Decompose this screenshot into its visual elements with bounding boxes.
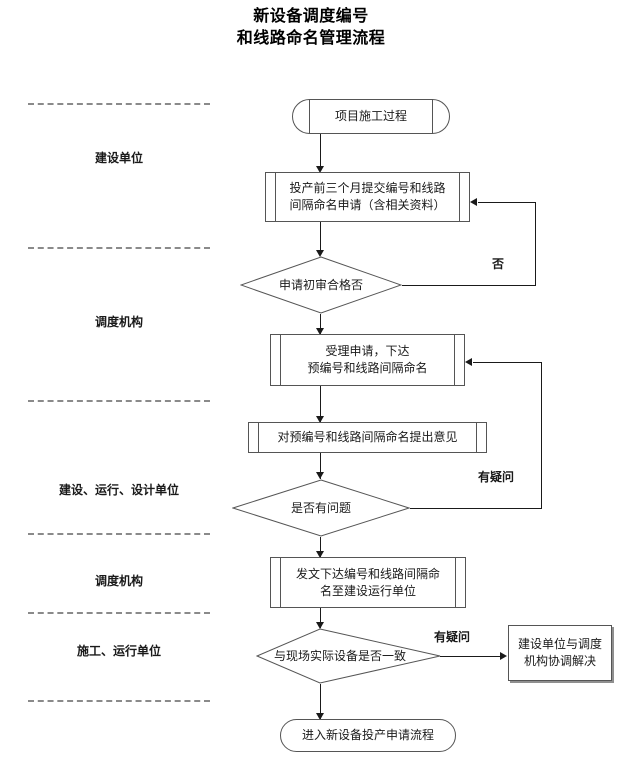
node-decision-has-problem[interactable]: 是否有问题	[232, 479, 410, 537]
arrowhead-opinion-to-problem	[316, 472, 324, 479]
lane-separator-6	[28, 700, 210, 702]
lane-separator-3	[28, 400, 210, 402]
node-start-label: 项目施工过程	[334, 109, 407, 123]
node-submit-opinion-label: 对预编号和线路间隔命名提出意见	[277, 430, 458, 444]
diamond-shape-problem	[232, 479, 410, 537]
process-bar-right	[476, 422, 477, 453]
node-decision-matches-field-equipment-label: 与现场实际设备是否一致	[274, 649, 407, 663]
node-coordination-resolution-line-2: 机构协调解决	[523, 654, 596, 668]
lane-separator-1	[28, 103, 210, 105]
node-end-enter-commissioning-process[interactable]: 进入新设备投产申请流程	[280, 719, 456, 752]
lane-label-dispatch-org-1: 调度机构	[94, 315, 143, 329]
arrowhead-verify-to-end	[316, 713, 324, 720]
arrowhead-submit-to-review	[316, 250, 324, 257]
connector-problem-doubt-horizontal-top	[473, 362, 542, 363]
node-coordination-resolution-line-1: 建设单位与调度	[517, 637, 602, 651]
node-decision-matches-field-equipment[interactable]: 与现场实际设备是否一致	[256, 628, 441, 684]
node-decision-has-problem-label: 是否有问题	[290, 501, 351, 515]
node-coordination-resolution[interactable]: 建设单位与调度 机构协调解决	[508, 625, 612, 681]
connector-review-no-vertical	[535, 202, 536, 286]
arrowhead-start-to-submit	[316, 166, 324, 173]
edge-label-review-no: 否	[492, 257, 505, 271]
lane-label-design-units: 建设、运行、设计单位	[58, 483, 179, 497]
connector-problem-to-issue	[320, 537, 321, 557]
edge-label-verify-doubt: 有疑问	[434, 630, 471, 644]
lane-separator-2	[28, 247, 210, 249]
connector-verify-to-end	[320, 684, 321, 719]
node-decision-initial-review-label: 申请初审合格否	[278, 278, 363, 292]
process-bar-left	[258, 422, 259, 453]
edge-label-problem-doubt: 有疑问	[478, 470, 515, 484]
connector-review-no-horizontal-top	[478, 202, 536, 203]
node-submit-application-line-1: 投产前三个月提交编号和线路	[289, 181, 446, 195]
lane-separator-4	[28, 533, 210, 535]
connector-issue-to-verify	[320, 608, 321, 628]
node-start-construction-process[interactable]: 项目施工过程	[292, 99, 450, 134]
lane-label-operation-units: 施工、运行单位	[76, 644, 161, 658]
node-issue-document-line-2: 名至建设运行单位	[319, 583, 416, 598]
process-bar-left	[280, 334, 281, 386]
node-decision-initial-review[interactable]: 申请初审合格否	[240, 256, 402, 314]
node-accept-application-line-1: 受理申请，下达	[325, 344, 410, 358]
node-submit-application-line-2: 间隔命名申请（含相关资料）	[289, 198, 446, 212]
process-bar-left	[275, 172, 276, 222]
node-submit-opinion[interactable]: 对预编号和线路间隔命名提出意见	[248, 422, 487, 453]
arrowhead-issue-to-verify	[316, 622, 324, 629]
connector-verify-doubt-horizontal	[440, 656, 501, 657]
terminal-cap-left	[309, 99, 310, 134]
page-title-line-1: 新设备调度编号	[253, 8, 369, 25]
page-title: 新设备调度编号 和线路命名管理流程	[0, 6, 622, 50]
lane-separator-5	[28, 612, 210, 614]
lane-label-construction-unit: 建设单位	[94, 151, 143, 165]
lane-label-dispatch-org-2: 调度机构	[94, 574, 143, 588]
arrowhead-review-to-accept	[316, 328, 324, 335]
connector-opinion-to-problem	[320, 453, 321, 479]
process-bar-right	[454, 334, 455, 386]
connector-start-to-submit	[320, 134, 321, 171]
node-accept-application[interactable]: 受理申请，下达 预编号和线路间隔命名	[270, 334, 465, 386]
connector-submit-to-review	[320, 222, 321, 255]
connector-review-to-accept	[320, 314, 321, 334]
connector-problem-doubt-vertical	[541, 362, 542, 509]
connector-accept-to-opinion	[320, 386, 321, 422]
diamond-shape-review	[240, 256, 402, 314]
connector-review-no-horizontal-bottom	[402, 285, 536, 286]
arrowhead-verify-doubt-to-coordination	[500, 652, 507, 660]
node-end-label: 进入新设备投产申请流程	[301, 728, 434, 742]
process-bar-right	[455, 557, 456, 608]
page-title-line-2: 和线路命名管理流程	[236, 30, 386, 47]
process-bar-right	[459, 172, 460, 222]
arrowhead-problem-doubt-to-accept	[465, 358, 472, 366]
node-issue-document[interactable]: 发文下达编号和线路间隔命 名至建设运行单位	[270, 557, 466, 608]
arrowhead-review-no-to-submit	[470, 198, 477, 206]
terminal-cap-right	[432, 99, 433, 134]
arrowhead-accept-to-opinion	[316, 416, 324, 423]
node-submit-application[interactable]: 投产前三个月提交编号和线路 间隔命名申请（含相关资料）	[265, 172, 470, 222]
process-bar-left	[280, 557, 281, 608]
node-issue-document-line-1: 发文下达编号和线路间隔命	[295, 566, 440, 581]
connector-problem-doubt-horizontal-bottom	[410, 508, 542, 509]
diamond-shape-verify	[256, 628, 441, 684]
node-accept-application-line-2: 预编号和线路间隔命名	[307, 361, 428, 375]
arrowhead-problem-to-issue	[316, 551, 324, 558]
